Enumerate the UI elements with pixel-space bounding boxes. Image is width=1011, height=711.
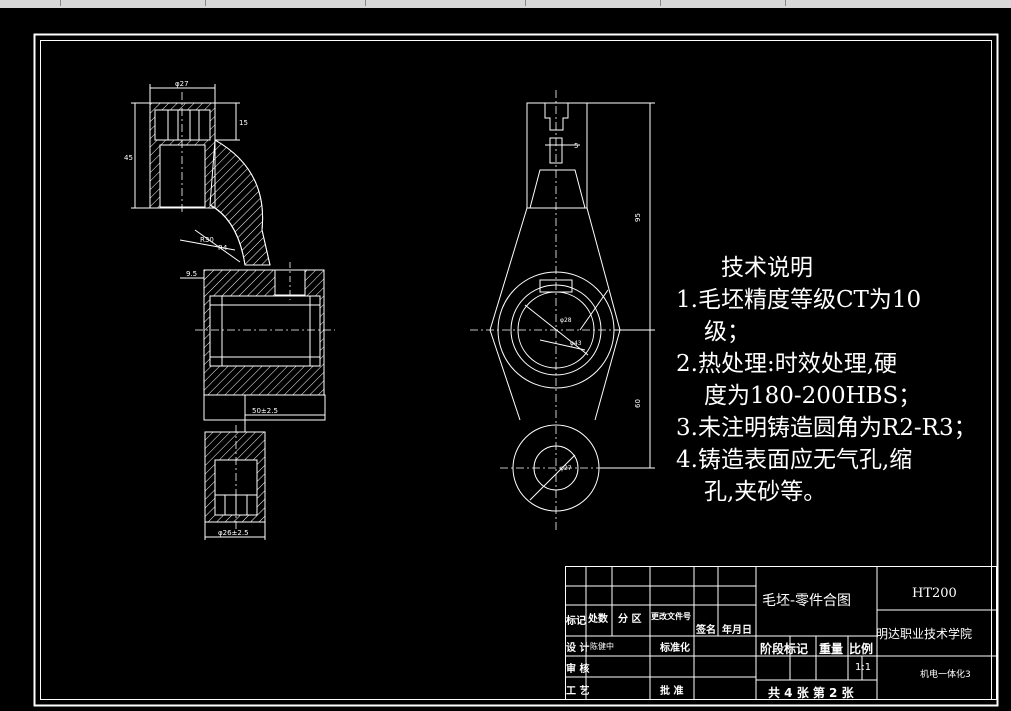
tb-doc-no: 更改文件号 <box>651 612 691 621</box>
tb-count: 处数 <box>588 614 608 625</box>
note-2-cont: 度为180-200HBS； <box>704 383 922 409</box>
tb-sign: 签名 <box>696 625 716 636</box>
tb-stage: 阶段标记 <box>760 642 809 656</box>
dim-r4: R4 <box>218 244 228 252</box>
note-4: 4.铸造表面应无气孔,缩 <box>676 447 913 473</box>
tb-review: 审 核 <box>566 664 590 675</box>
tb-approve: 批 准 <box>660 686 684 697</box>
outer-frame <box>33 33 999 707</box>
dim-d28: φ28 <box>560 317 572 324</box>
dim-45: 45 <box>124 154 133 162</box>
notes-title: 技术说明 <box>721 255 813 281</box>
class-name: 机电一体化3 <box>920 670 971 680</box>
front-view <box>470 90 655 530</box>
tb-designer: 陈健中 <box>590 642 614 651</box>
tb-zone: 分 区 <box>618 614 642 625</box>
tb-standard: 标准化 <box>660 643 690 654</box>
tb-date: 年月日 <box>722 625 752 636</box>
dim-15: 15 <box>239 119 248 127</box>
dim-60: 60 <box>634 399 642 408</box>
title-block-grid <box>565 566 997 700</box>
dim-d27: φ27 <box>175 80 189 88</box>
tb-design: 设 计 <box>566 643 590 654</box>
tb-process: 工 艺 <box>566 686 590 697</box>
tb-scale-label: 比例 <box>849 642 874 656</box>
note-1: 1.毛坯精度等级CT为10 <box>676 287 922 313</box>
note-2: 2.热处理:时效处理,硬 <box>676 351 898 377</box>
tb-mark: 标记 <box>566 616 586 627</box>
technical-notes: 技术说明 1.毛坯精度等级CT为10 级； 2.热处理:时效处理,硬 度为180… <box>676 252 977 508</box>
section-view <box>131 84 335 540</box>
inner-frame <box>40 40 992 700</box>
tb-weight: 重量 <box>819 642 844 656</box>
note-4-cont: 孔,夹砂等。 <box>704 479 827 505</box>
material: HT200 <box>912 586 957 601</box>
tb-scale: 1:1 <box>855 662 872 673</box>
dim-d26: φ26±2.5 <box>218 529 249 537</box>
top-toolbar-strip <box>0 0 1011 8</box>
dim-r30: R30 <box>200 236 214 244</box>
note-1-cont: 级； <box>704 319 750 345</box>
dim-5: 5 <box>574 142 578 150</box>
dim-9-5: 9.5 <box>186 270 197 278</box>
dim-d43: φ43 <box>570 340 582 347</box>
drawing-name: 毛坯-零件合图 <box>762 593 852 609</box>
tb-sheets: 共 4 张 第 2 张 <box>768 686 854 700</box>
dim-d27b: φ27 <box>560 465 572 472</box>
school-name: 明达职业技术学院 <box>876 627 973 641</box>
dim-95: 95 <box>634 213 642 222</box>
dim-50: 50±2.5 <box>252 407 278 415</box>
note-3: 3.未注明铸造圆角为R2-R3； <box>676 415 977 441</box>
